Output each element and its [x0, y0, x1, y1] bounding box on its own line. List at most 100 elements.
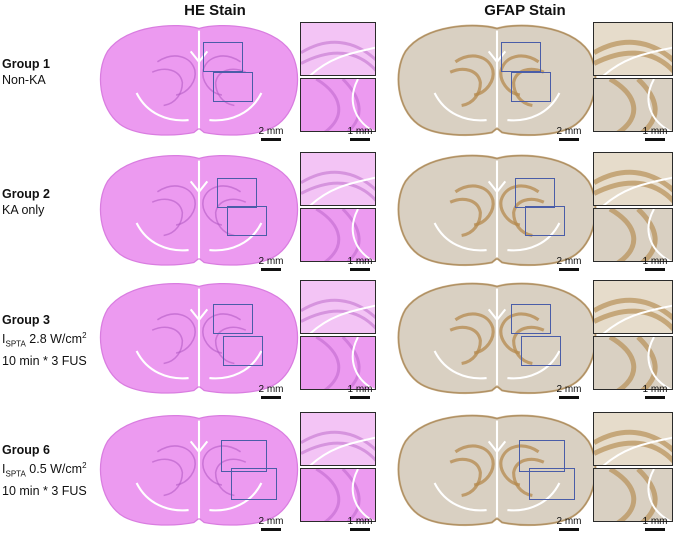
he-scalebar-large-bar-2 [261, 268, 281, 271]
gfap-scalebar-small-bar-2 [645, 268, 665, 271]
gfap-zoom-2-1 [593, 152, 673, 206]
group-6-label: Group 6 ISPTA 0.5 W/cm2 10 min * 3 FUS [2, 442, 87, 499]
he-scalebar-large-bar-1 [261, 138, 281, 141]
he-scalebar-large-1: 2 mm [251, 126, 291, 141]
group-2-label: Group 2 KA only [2, 186, 50, 218]
he-scalebar-large-6: 2 mm [251, 516, 291, 531]
gfap-scalebar-large-bar-6 [559, 528, 579, 531]
gfap-roi-box-3-1 [511, 304, 551, 334]
gfap-scalebar-large-label-3: 2 mm [556, 384, 582, 395]
group-3-duration: 10 min * 3 FUS [2, 353, 87, 368]
gfap-stain-title: GFAP Stain [484, 2, 566, 19]
he-roi-box-2-1 [217, 178, 257, 208]
he-scalebar-small-label-6: 1 mm [347, 516, 373, 527]
gfap-scalebar-small-label-2: 1 mm [642, 256, 668, 267]
gfap-scalebar-large-bar-3 [559, 396, 579, 399]
group-6-duration: 10 min * 3 FUS [2, 483, 87, 498]
he-roi-box-1-2 [213, 72, 253, 102]
he-scalebar-small-bar-2 [350, 268, 370, 271]
gfap-scalebar-small-2: 1 mm [635, 256, 675, 271]
group-3-label: Group 3 ISPTA 2.8 W/cm2 10 min * 3 FUS [2, 312, 87, 369]
gfap-scalebar-large-bar-1 [559, 138, 579, 141]
gfap-section-group-6 [393, 410, 601, 530]
he-section-group-3 [95, 278, 303, 398]
gfap-zoom-6-1 [593, 412, 673, 466]
gfap-scalebar-large-label-1: 2 mm [556, 126, 582, 137]
he-scalebar-small-bar-1 [350, 138, 370, 141]
he-zoom-1-2 [300, 78, 376, 132]
he-scalebar-small-bar-3 [350, 396, 370, 399]
gfap-scalebar-small-3: 1 mm [635, 384, 675, 399]
gfap-scalebar-small-label-6: 1 mm [642, 516, 668, 527]
gfap-scalebar-large-1: 2 mm [549, 126, 589, 141]
gfap-scalebar-large-3: 2 mm [549, 384, 589, 399]
he-roi-box-6-1 [221, 440, 267, 472]
he-section-group-1 [95, 20, 303, 140]
group-3-intensity: ISPTA 2.8 W/cm2 [2, 331, 87, 349]
gfap-scalebar-large-label-2: 2 mm [556, 256, 582, 267]
gfap-scalebar-small-label-3: 1 mm [642, 384, 668, 395]
he-zoom-2-2 [300, 208, 376, 262]
gfap-zoom-3-1 [593, 280, 673, 334]
gfap-section-group-1 [393, 20, 601, 140]
gfap-scalebar-small-1: 1 mm [635, 126, 675, 141]
he-scalebar-small-1: 1 mm [340, 126, 380, 141]
group-1-condition: Non-KA [2, 73, 46, 87]
gfap-zoom-1-2 [593, 78, 673, 132]
he-section-group-2 [95, 150, 303, 270]
he-scalebar-large-label-1: 2 mm [258, 126, 284, 137]
he-roi-box-3-2 [223, 336, 263, 366]
gfap-zoom-3-2 [593, 336, 673, 390]
gfap-roi-box-6-2 [529, 468, 575, 500]
gfap-section-group-2 [393, 150, 601, 270]
gfap-scalebar-large-label-6: 2 mm [556, 516, 582, 527]
gfap-zoom-2-2 [593, 208, 673, 262]
gfap-scalebar-small-label-1: 1 mm [642, 126, 668, 137]
gfap-scalebar-large-6: 2 mm [549, 516, 589, 531]
he-scalebar-large-bar-6 [261, 528, 281, 531]
group-3-title: Group 3 [2, 313, 50, 327]
gfap-roi-box-2-1 [515, 178, 555, 208]
he-scalebar-small-3: 1 mm [340, 384, 380, 399]
he-scalebar-large-label-3: 2 mm [258, 384, 284, 395]
gfap-scalebar-small-bar-3 [645, 396, 665, 399]
gfap-zoom-6-2 [593, 468, 673, 522]
he-zoom-3-2 [300, 336, 376, 390]
he-roi-box-6-2 [231, 468, 277, 500]
he-scalebar-large-3: 2 mm [251, 384, 291, 399]
gfap-scalebar-large-2: 2 mm [549, 256, 589, 271]
gfap-roi-box-1-1 [501, 42, 541, 72]
gfap-scalebar-small-bar-1 [645, 138, 665, 141]
gfap-zoom-1-1 [593, 22, 673, 76]
he-zoom-1-1 [300, 22, 376, 76]
he-scalebar-small-6: 1 mm [340, 516, 380, 531]
he-scalebar-large-label-2: 2 mm [258, 256, 284, 267]
group-2-title: Group 2 [2, 187, 50, 201]
he-stain-title: HE Stain [184, 2, 246, 19]
he-scalebar-small-bar-6 [350, 528, 370, 531]
group-6-title: Group 6 [2, 443, 50, 457]
gfap-section-group-3 [393, 278, 601, 398]
gfap-scalebar-small-bar-6 [645, 528, 665, 531]
he-scalebar-small-label-2: 1 mm [347, 256, 373, 267]
he-scalebar-small-2: 1 mm [340, 256, 380, 271]
gfap-roi-box-3-2 [521, 336, 561, 366]
he-roi-box-2-2 [227, 206, 267, 236]
he-zoom-6-1 [300, 412, 376, 466]
gfap-roi-box-6-1 [519, 440, 565, 472]
he-section-group-6 [95, 410, 303, 530]
he-scalebar-large-bar-3 [261, 396, 281, 399]
he-scalebar-small-label-1: 1 mm [347, 126, 373, 137]
he-roi-box-1-1 [203, 42, 243, 72]
group-1-title: Group 1 [2, 57, 50, 71]
group-2-condition: KA only [2, 203, 45, 217]
he-scalebar-small-label-3: 1 mm [347, 384, 373, 395]
he-scalebar-large-2: 2 mm [251, 256, 291, 271]
group-6-intensity: ISPTA 0.5 W/cm2 [2, 461, 87, 479]
gfap-scalebar-large-bar-2 [559, 268, 579, 271]
he-roi-box-3-1 [213, 304, 253, 334]
gfap-roi-box-1-2 [511, 72, 551, 102]
he-zoom-3-1 [300, 280, 376, 334]
group-1-label: Group 1 Non-KA [2, 56, 50, 88]
gfap-scalebar-small-6: 1 mm [635, 516, 675, 531]
